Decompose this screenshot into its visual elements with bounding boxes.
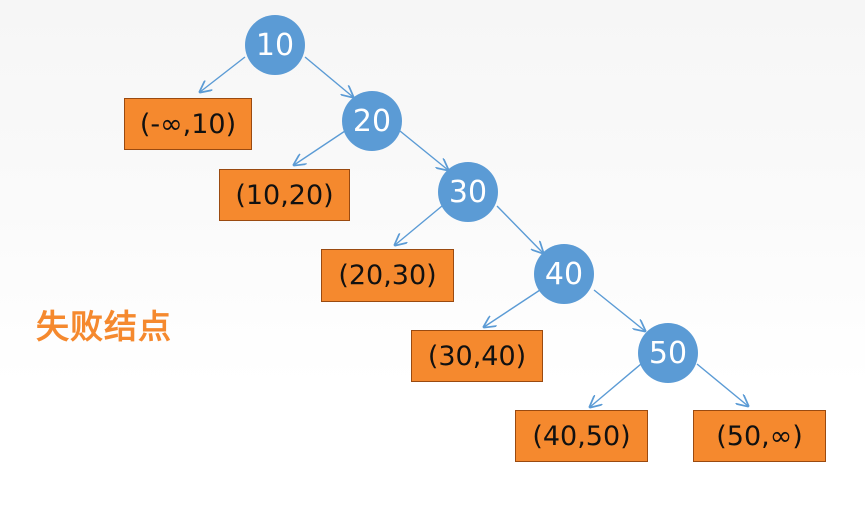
tree-node-10: 10	[245, 15, 305, 75]
tree-node-40: 40	[534, 244, 594, 304]
tree-node-50: 50	[638, 323, 698, 383]
failure-node-50-inf: (50,∞)	[693, 410, 826, 462]
edge-20-to-30	[399, 130, 448, 170]
edge-30-to-40	[496, 205, 543, 253]
edge-20-to-10-20	[294, 130, 346, 165]
edge-10-to-20	[304, 56, 353, 97]
failure-node-neg-inf-10: (-∞,10)	[124, 98, 252, 150]
failure-node-20-30: (20,30)	[321, 249, 454, 302]
failure-node-40-50: (40,50)	[515, 410, 648, 462]
failure-node-30-40: (30,40)	[411, 330, 543, 382]
edge-10-to-neg-inf-10	[200, 56, 246, 92]
edge-50-to-50-inf	[696, 363, 748, 406]
tree-node-20: 20	[342, 91, 402, 151]
tree-node-30: 30	[438, 162, 498, 222]
edge-40-to-50	[593, 289, 645, 331]
edge-50-to-40-50	[590, 363, 642, 407]
edge-40-to-30-40	[484, 289, 541, 327]
failure-nodes-label: 失败结点	[36, 307, 172, 346]
edge-30-to-20-30	[395, 205, 443, 245]
failure-node-10-20: (10,20)	[219, 169, 350, 221]
